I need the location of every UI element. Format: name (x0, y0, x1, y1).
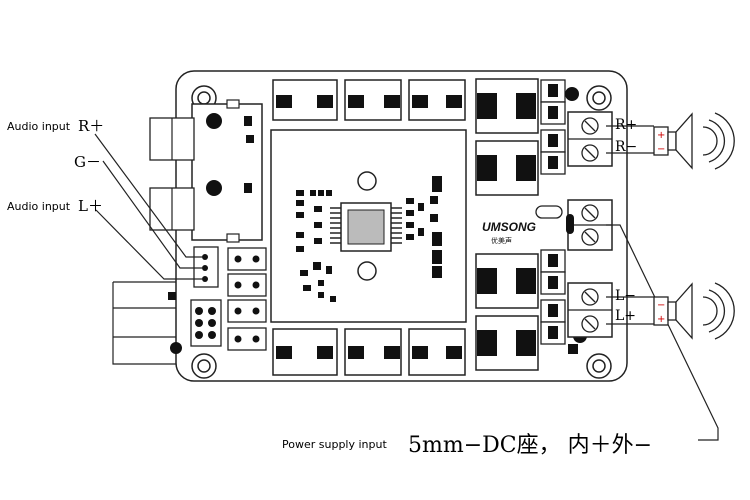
power-supply-input-label: Power supply input (282, 438, 387, 451)
brand-logo: UMSONG 优美声 (482, 220, 536, 245)
left-speaker-terminal (567, 282, 613, 338)
audio-input-header (193, 246, 219, 288)
input-labels: Audio input R＋ G－ Audio input L＋ (7, 117, 104, 215)
right-caps (540, 79, 587, 354)
speaker-l-minus-label: L− (615, 288, 636, 304)
left-pin-headers (112, 247, 267, 365)
left-speaker-minus-sign: − (657, 300, 665, 311)
brand-logo-text: UMSONG (482, 220, 536, 234)
power-terminal (535, 199, 613, 251)
audio-input-l-suffix: L＋ (78, 197, 103, 215)
dc-jack-spec-label: 5mm−DC座， 内＋外− (408, 433, 652, 458)
audio-input-l-label: Audio input (7, 200, 71, 213)
top-components (272, 79, 466, 121)
mounting-holes (191, 85, 612, 379)
smd-components (296, 176, 442, 302)
right-speaker-minus-sign: − (657, 144, 665, 155)
right-speaker-terminal (567, 111, 613, 167)
left-speaker-plus-sign: + (657, 314, 665, 325)
output-inductors (475, 78, 539, 371)
power-wire (606, 224, 719, 441)
speaker-r-plus-label: R+ (615, 117, 637, 133)
ground-label: G－ (74, 153, 101, 171)
audio-input-r-suffix: R＋ (78, 117, 104, 135)
right-speaker: + − R+ R− (606, 112, 735, 170)
audio-input-r-label: Audio input (7, 120, 71, 133)
brand-logo-subtext: 优美声 (491, 236, 512, 245)
right-speaker-plus-sign: + (657, 130, 665, 141)
rca-jacks (149, 99, 263, 243)
bottom-components (272, 328, 466, 376)
speaker-r-minus-label: R− (615, 139, 637, 155)
input-wires (94, 133, 202, 280)
speaker-l-plus-label: L+ (615, 308, 636, 324)
main-ic (330, 202, 402, 252)
left-speaker: − + L− L+ (606, 282, 735, 340)
